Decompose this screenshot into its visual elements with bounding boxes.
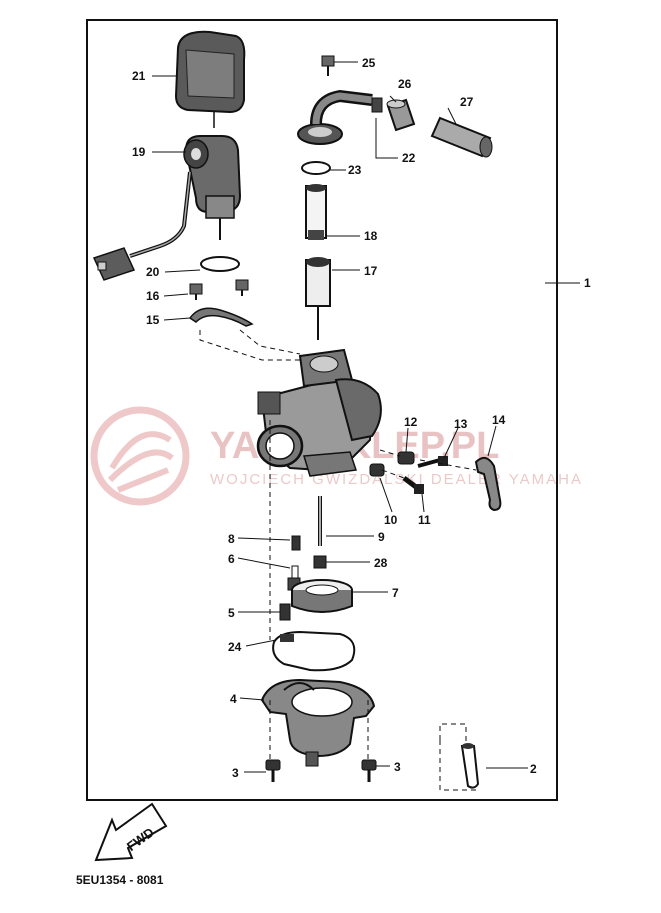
callout-18: 18 [364,229,378,243]
part-screws-12-13 [397,451,448,468]
part-float-chamber-4 [260,678,376,767]
callout-4: 4 [230,692,237,706]
part-screws-6-8 [287,535,301,591]
part-fuel-filter-26 [386,98,416,132]
callout-23: 23 [348,163,362,177]
part-choke [92,135,242,281]
callout-21: 21 [132,69,146,83]
callout-1: 1 [584,276,591,290]
part-float-7 [291,579,353,613]
part-piston-valve-17 [305,257,331,340]
callout-11: 11 [418,513,431,527]
callout-7: 7 [392,586,399,600]
part-screws-10-11 [369,463,424,494]
callout-22: 22 [402,151,416,165]
callout-5: 5 [228,606,235,620]
callout-20: 20 [146,265,160,279]
part-plate-15 [188,307,254,327]
part-carburetor-body [256,348,382,477]
part-screw-5 [279,603,291,621]
watermark-logo-icon [90,406,190,506]
callout-25: 25 [362,56,376,70]
part-fuel-hose-27 [430,116,493,158]
part-o-ring-23 [301,161,331,175]
callout-19: 19 [132,145,146,159]
callout-6: 6 [228,552,235,566]
part-screws-3 [265,759,377,782]
part-screws-16 [189,279,249,300]
callout-15: 15 [146,313,160,327]
watermark-subtitle: WOJCIECH GWIZDALSKI DEALER YAMAHA [210,471,583,488]
callout-3a: 3 [232,766,239,780]
callout-12: 12 [404,415,418,429]
callout-16: 16 [146,289,160,303]
assembly-lines [199,329,480,791]
callout-2: 2 [530,762,537,776]
leader-lines [152,61,580,773]
callout-28: 28 [374,556,388,570]
callout-26: 26 [398,77,412,91]
callout-14: 14 [492,413,506,427]
part-cap [174,30,246,128]
callout-27: 27 [460,95,474,109]
callout-24: 24 [228,640,242,654]
callout-3b: 3 [394,760,401,774]
diagram-frame [86,19,558,801]
callout-9: 9 [378,530,385,544]
part-gasket-24 [272,630,356,672]
callout-13: 13 [454,417,468,431]
part-o-ring-20 [200,256,240,272]
callout-17: 17 [364,264,378,278]
part-screw-25 [321,55,335,76]
callout-8: 8 [228,532,235,546]
part-code: 5EU1354 - 8081 [76,873,164,887]
part-hose-14 [474,456,502,512]
callout-10: 10 [384,513,398,527]
part-clip-24 [280,634,294,642]
part-fuel-fitting-22 [297,89,383,145]
fwd-arrow-icon: FWD [94,802,168,862]
part-drain-tube-2 [460,743,480,789]
part-jet-28 [313,555,327,569]
part-spring-18 [305,184,327,240]
